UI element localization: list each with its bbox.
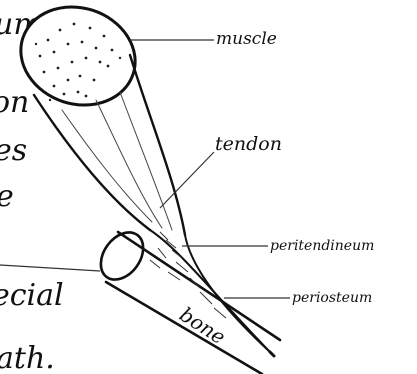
margin-text-3: es — [0, 133, 27, 168]
tendon-leader-line — [160, 152, 214, 208]
margin-text-2: on — [0, 85, 29, 120]
margin-text-5: ecial — [0, 278, 64, 313]
label-bone: bone — [175, 302, 230, 349]
label-peritendineum: peritendineum — [270, 238, 374, 254]
margin-text-6: ath. — [0, 341, 55, 374]
label-muscle: muscle — [216, 29, 277, 49]
label-tendon: tendon — [215, 133, 282, 155]
margin-text-4: e — [0, 179, 14, 214]
label-periosteum: periosteum — [292, 290, 372, 306]
margin-leader-line — [0, 265, 100, 271]
bone — [92, 224, 280, 374]
